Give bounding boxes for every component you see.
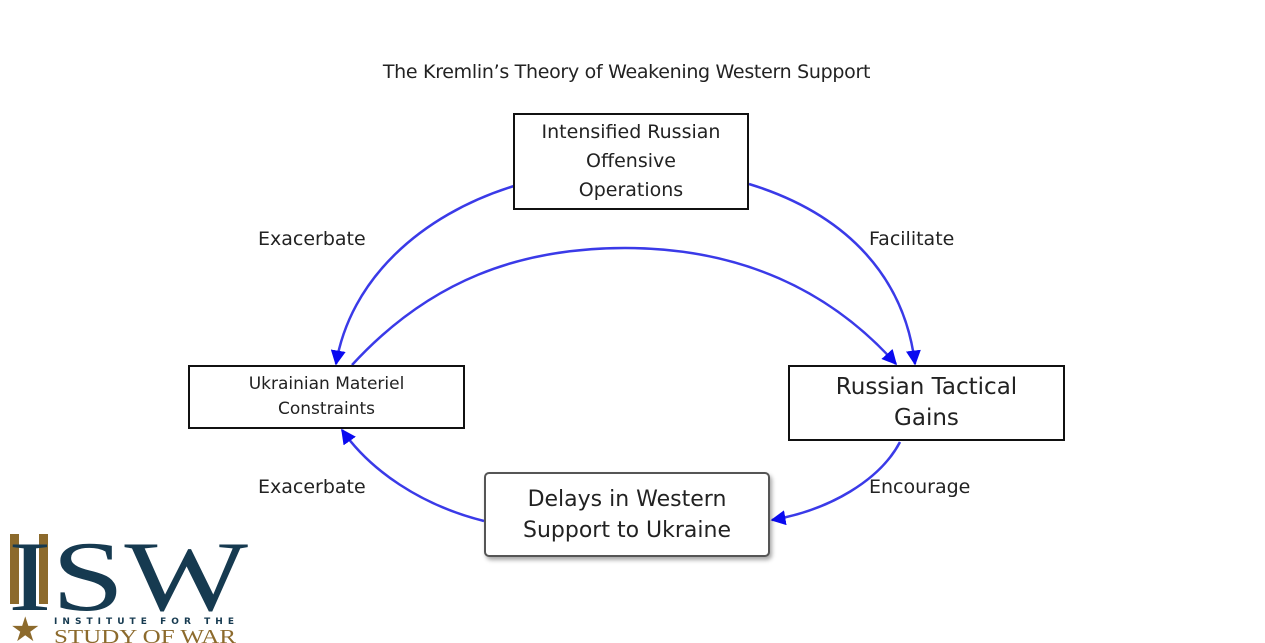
node-delays-in-western-support: Delays in Western Support to Ukraine <box>484 472 770 557</box>
node-text-line: Operations <box>578 179 684 201</box>
node-ukrainian-materiel-constraints: Ukrainian Materiel Constraints <box>188 365 465 429</box>
star-icon: ★ <box>10 610 40 643</box>
node-text-line: Constraints <box>278 399 375 419</box>
arrow-top-to-right <box>748 182 921 366</box>
node-text-line: Gains <box>894 405 959 431</box>
node-text-line: Intensified Russian <box>541 121 721 143</box>
logo-gold-bar-left <box>10 534 19 604</box>
node-text-line: Delays in Western <box>527 486 727 512</box>
logo-letters: ISW <box>8 528 249 632</box>
node-text-line: Support to Ukraine <box>522 517 731 543</box>
edge-label-facilitate: Facilitate <box>869 228 955 250</box>
edge-label-exacerbate-bottom: Exacerbate <box>258 476 366 498</box>
node-text-line: Ukrainian Materiel <box>248 374 405 394</box>
arrow-right-to-bottom <box>770 441 902 526</box>
isw-logo: ISW ★ INSTITUTE FOR THE STUDY OF WAR <box>8 528 249 643</box>
node-russian-tactical-gains: Russian Tactical Gains <box>788 365 1065 441</box>
node-intensified-russian-offensive-operations: Intensified Russian Offensive Operations <box>513 113 749 210</box>
arrow-bottom-to-left <box>340 428 485 523</box>
logo-line2: STUDY OF WAR <box>54 626 237 643</box>
diagram-title: The Kremlin’s Theory of Weakening Wester… <box>382 61 871 83</box>
node-text-line: Russian Tactical <box>835 374 1018 400</box>
edge-label-exacerbate-top: Exacerbate <box>258 228 366 250</box>
edge-label-encourage: Encourage <box>869 476 971 498</box>
arrow-top-to-left <box>330 184 515 366</box>
node-text-line: Offensive <box>586 150 676 172</box>
arrow-left-to-right <box>351 246 897 366</box>
logo-line1: INSTITUTE FOR THE <box>54 617 234 627</box>
logo-gold-bar-right <box>39 534 48 604</box>
